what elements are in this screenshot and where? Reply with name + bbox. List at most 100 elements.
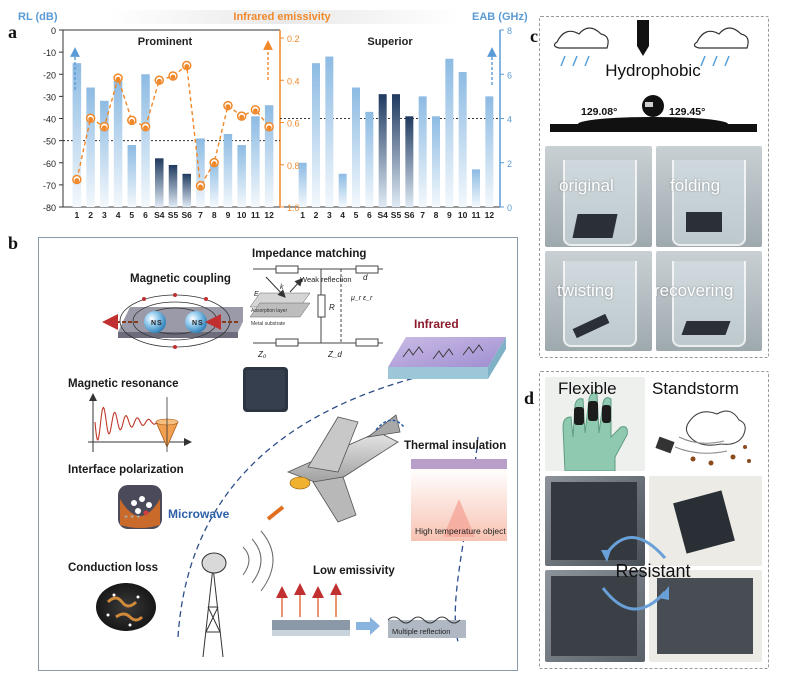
rl-category-label: 7 — [198, 210, 203, 220]
emissivity-point-core — [156, 78, 162, 84]
label-microwave: Microwave — [168, 507, 230, 521]
label-resistor: R — [329, 303, 335, 312]
rl-bar — [196, 138, 205, 207]
emissivity-point-core — [74, 178, 80, 183]
rl-bar — [223, 133, 233, 207]
photo-sample-front — [545, 476, 645, 566]
photo-flexible-glove: Flexible — [545, 377, 645, 471]
rl-category-label: 3 — [102, 210, 107, 220]
eab-category-label: 10 — [458, 210, 468, 220]
label-conduction-loss: Conduction loss — [68, 562, 158, 574]
eab-bar — [472, 169, 480, 207]
impedance-circuit-diagram: R Weak reflection E k Absorption layer M… — [243, 265, 388, 359]
rl-bar — [251, 116, 260, 207]
photo-folding: folding — [656, 146, 762, 247]
eab-bar — [325, 56, 334, 207]
magnetic-coupling-illustration: N S N S — [102, 293, 250, 349]
eab-bar — [378, 94, 387, 207]
conduction-loss-illustration — [96, 583, 156, 631]
rl-category-label: 12 — [264, 210, 274, 220]
panel-letter-c: c — [530, 26, 538, 46]
label-absorption-layer: Absorption layer — [251, 308, 287, 314]
rl-bar — [86, 87, 95, 207]
photo-sample-scratched — [545, 570, 645, 662]
rl-category-label: 8 — [212, 210, 217, 220]
label-interface-polarization: Interface polarization — [68, 464, 184, 476]
panel-letter-b: b — [8, 233, 19, 253]
rl-tick-label: -60 — [43, 159, 56, 169]
magnetic-resonance-illustration — [88, 393, 192, 452]
label-impedance-matching: Impedance matching — [252, 248, 366, 260]
panel-letter-d: d — [524, 388, 535, 408]
label-resistant: Resistant — [615, 561, 690, 581]
rl-bar — [113, 80, 123, 207]
emissivity-tick-label: 1.0 — [287, 203, 300, 213]
rl-bar — [237, 145, 246, 207]
emissivity-point-core — [143, 125, 148, 131]
emissivity-point-core — [239, 114, 245, 120]
label-z0: Z₀ — [257, 350, 267, 359]
label-folding: folding — [670, 176, 721, 195]
rl-category-label: 6 — [143, 210, 148, 220]
eab-tick-label: 2 — [507, 159, 512, 169]
rl-tick-label: -20 — [43, 70, 56, 80]
photo-sample-bending — [649, 476, 762, 566]
eab-category-label: S5 — [391, 210, 402, 220]
eab-bar — [418, 96, 427, 207]
contact-angle-image: Hydrophobic 129.08° 129.45° — [545, 20, 762, 140]
label-n-right: N — [192, 320, 197, 327]
rl-bar — [141, 74, 150, 207]
rl-category-label: 5 — [129, 210, 134, 220]
mechanism-diagram-frame — [38, 237, 518, 671]
rl-bar — [264, 105, 274, 207]
rl-bar — [182, 173, 191, 207]
group-label-prominent: Prominent — [138, 36, 193, 48]
eab-bar — [365, 111, 374, 207]
rl-tick-label: -40 — [43, 115, 56, 125]
eab-category-label: 2 — [314, 210, 319, 220]
eab-category-label: 11 — [472, 210, 481, 220]
eab-category-label: 1 — [300, 210, 305, 220]
label-recovering: recovering — [656, 281, 734, 300]
label-hydrophobic: Hydrophobic — [605, 61, 701, 80]
label-s-left: S — [157, 320, 162, 327]
eab-category-label: 3 — [327, 210, 332, 220]
rl-category-label: S4 — [154, 210, 165, 220]
thermal-insulation-illustration: High temperature object — [411, 459, 507, 541]
eab-category-label: 8 — [434, 210, 439, 220]
rl-category-label: 10 — [237, 210, 247, 220]
label-twisting: twisting — [557, 281, 614, 300]
label-mu-eps: μ_r ε_r — [350, 295, 373, 302]
eab-category-label: 5 — [354, 210, 359, 220]
label-flexible: Flexible — [558, 379, 617, 398]
eab-category-label: S4 — [377, 210, 388, 220]
eab-bar — [445, 58, 454, 208]
rl-tick-label: -50 — [43, 137, 56, 147]
rl-tick-label: -30 — [43, 92, 56, 102]
emissivity-tick-label: 0.4 — [287, 76, 300, 86]
label-infrared: Infrared — [414, 317, 459, 331]
emissivity-point-core — [184, 64, 190, 69]
eab-category-label: 4 — [340, 210, 345, 220]
eab-bar — [432, 116, 440, 207]
infrared-surface-illustration — [388, 337, 506, 379]
eab-bar — [298, 162, 307, 207]
antenna-tower-icon — [201, 530, 274, 658]
label-magnetic-resonance: Magnetic resonance — [68, 378, 179, 390]
resistant-cycle-arrows: Resistant — [601, 536, 691, 611]
bar-chart-rl-eab: RL (dB) Infrared emissivity EAB (GHz) Pr… — [18, 10, 528, 220]
emissivity-point-core — [198, 184, 203, 190]
panel-letter-a: a — [8, 22, 17, 42]
rl-tick-label: 0 — [51, 26, 56, 36]
rl-axis-title: RL (dB) — [18, 11, 58, 23]
rl-bar — [168, 164, 178, 207]
label-s-right: S — [198, 320, 203, 327]
rl-category-label: 11 — [251, 210, 260, 220]
low-emissivity-illustration: Multiple reflection — [272, 583, 466, 638]
absorber-sample-photo — [243, 367, 288, 412]
rl-category-label: S5 — [168, 210, 179, 220]
rl-category-label: 1 — [74, 210, 79, 220]
panel-c-frame — [539, 16, 769, 358]
rl-bar — [209, 160, 219, 207]
label-original: original — [559, 176, 614, 195]
